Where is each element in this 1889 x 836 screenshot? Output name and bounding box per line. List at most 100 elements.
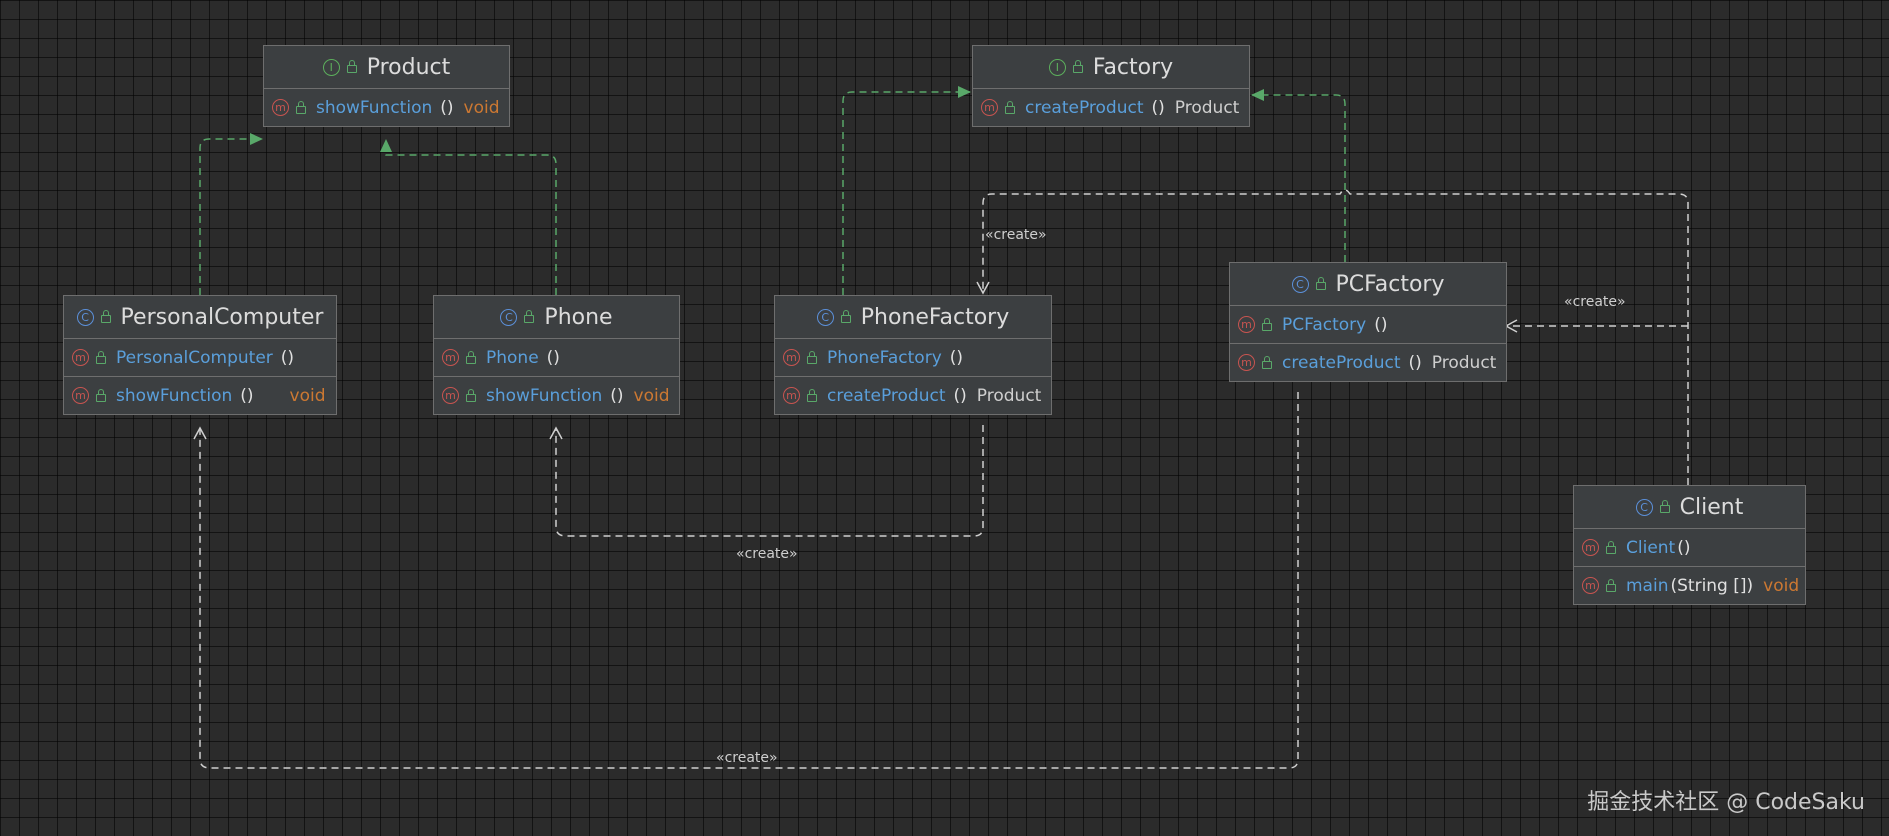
node-header: C PersonalComputer — [64, 296, 336, 339]
member-row[interactable]: m PCFactory () — [1230, 306, 1506, 344]
method-icon: m — [783, 349, 800, 366]
node-header: C PCFactory — [1230, 263, 1506, 306]
member-name: createProduct — [1025, 97, 1144, 118]
method-icon: m — [442, 349, 459, 366]
member-row[interactable]: m createProduct () Product — [1230, 344, 1506, 381]
interface-icon: I — [1048, 58, 1066, 76]
member-name: showFunction — [116, 385, 233, 406]
member-row[interactable]: m PersonalComputer () — [64, 339, 336, 377]
method-icon: m — [442, 387, 459, 404]
interface-icon: I — [322, 58, 340, 76]
method-icon: m — [981, 99, 998, 116]
member-args: () — [546, 347, 560, 368]
member-name: Client — [1626, 537, 1676, 558]
public-lock-icon — [1315, 277, 1326, 290]
method-icon: m — [1238, 354, 1255, 371]
member-row[interactable]: m Client () — [1574, 529, 1805, 567]
member-row[interactable]: m showFunction () void — [264, 89, 509, 126]
create-label-client-phonefactory: «create» — [985, 227, 1047, 243]
node-header: C Client — [1574, 486, 1805, 529]
member-args: () — [280, 347, 295, 368]
member-args: () — [610, 385, 624, 406]
method-icon: m — [1582, 539, 1599, 556]
member-return-type: Product — [976, 385, 1042, 406]
member-name: PCFactory — [1282, 314, 1367, 335]
member-row[interactable]: m showFunction () void — [434, 377, 679, 414]
method-icon: m — [783, 387, 800, 404]
phonefactory-class-node[interactable]: C PhoneFactory m PhoneFactory () m creat… — [774, 295, 1052, 415]
member-name: showFunction — [316, 97, 433, 118]
member-args: () — [949, 347, 964, 368]
member-row[interactable]: m Phone () — [434, 339, 679, 377]
member-return-type: void — [463, 97, 500, 118]
member-name: main — [1626, 575, 1669, 596]
method-icon: m — [1238, 316, 1255, 333]
member-row[interactable]: m createProduct () Product — [973, 89, 1249, 126]
member-args: () — [1151, 97, 1165, 118]
public-lock-icon — [1606, 540, 1616, 554]
member-return-type: Product — [1174, 97, 1240, 118]
node-header: C Phone — [434, 296, 679, 339]
member-args: () — [240, 385, 254, 406]
create-label-phonefactory-phone: «create» — [736, 546, 798, 562]
member-row[interactable]: m main (String []) void — [1574, 567, 1805, 604]
member-args: () — [953, 385, 967, 406]
member-row[interactable]: m showFunction () void — [64, 377, 336, 414]
node-title: Factory — [1092, 54, 1174, 80]
create-label-pcfactory-personalcomputer: «create» — [716, 750, 778, 766]
product-interface-node[interactable]: I Product m showFunction () void — [263, 45, 510, 127]
public-lock-icon — [807, 388, 817, 402]
edge-pcfactory-creates-personalcomputer — [193, 392, 1299, 769]
public-lock-icon — [96, 350, 106, 364]
class-icon: C — [1291, 275, 1309, 293]
create-label-client-pcfactory: «create» — [1564, 294, 1626, 310]
public-lock-icon — [1659, 500, 1670, 513]
public-lock-icon — [1072, 60, 1083, 73]
node-title: Phone — [544, 304, 613, 330]
edge-phonefactory-creates-phone — [549, 425, 984, 537]
member-args: () — [1677, 537, 1691, 558]
node-header: I Factory — [973, 46, 1249, 89]
edge-phonefactory-implements-factory — [842, 86, 971, 295]
public-lock-icon — [466, 388, 476, 402]
member-args: () — [1408, 352, 1422, 373]
node-header: I Product — [264, 46, 509, 89]
node-header: C PhoneFactory — [775, 296, 1051, 339]
public-lock-icon — [524, 310, 535, 323]
factory-interface-node[interactable]: I Factory m createProduct () Product — [972, 45, 1250, 127]
method-icon: m — [72, 349, 89, 366]
member-name: createProduct — [1282, 352, 1401, 373]
public-lock-icon — [1262, 355, 1272, 369]
public-lock-icon — [1606, 578, 1616, 592]
member-args: () — [1374, 314, 1388, 335]
public-lock-icon — [96, 388, 106, 402]
edge-pcfactory-implements-factory — [1251, 89, 1346, 262]
member-name: PersonalComputer — [116, 347, 273, 368]
member-name: PhoneFactory — [827, 347, 942, 368]
node-title: Client — [1679, 494, 1744, 520]
public-lock-icon — [807, 350, 817, 364]
member-args: (String []) — [1670, 575, 1754, 596]
node-title: PersonalComputer — [120, 304, 324, 330]
personalcomputer-class-node[interactable]: C PersonalComputer m PersonalComputer ()… — [63, 295, 337, 415]
method-icon: m — [272, 99, 289, 116]
class-icon: C — [816, 308, 834, 326]
member-args: () — [440, 97, 454, 118]
edge-personalcomputer-implements-product — [199, 133, 263, 295]
public-lock-icon — [296, 100, 306, 114]
class-icon: C — [500, 308, 518, 326]
member-name: showFunction — [486, 385, 603, 406]
public-lock-icon — [1005, 100, 1015, 114]
member-row[interactable]: m createProduct () Product — [775, 377, 1051, 414]
pcfactory-class-node[interactable]: C PCFactory m PCFactory () m createProdu… — [1229, 262, 1507, 382]
client-class-node[interactable]: C Client m Client () m main (String []) … — [1573, 485, 1806, 605]
member-name: createProduct — [827, 385, 946, 406]
public-lock-icon — [840, 310, 851, 323]
method-icon: m — [72, 387, 89, 404]
member-row[interactable]: m PhoneFactory () — [775, 339, 1051, 377]
phone-class-node[interactable]: C Phone m Phone () m showFunction () voi… — [433, 295, 680, 415]
member-return-type: void — [289, 385, 326, 406]
member-return-type: void — [1763, 575, 1800, 596]
class-icon: C — [1635, 498, 1653, 516]
